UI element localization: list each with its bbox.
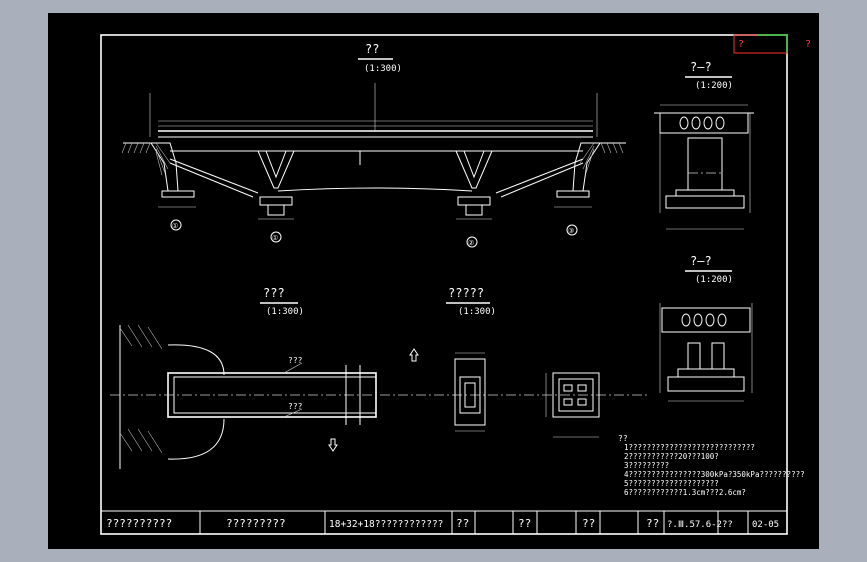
right-strut-2 — [500, 162, 584, 198]
sheet-border — [100, 34, 788, 535]
cad-drawing: ? ? ?? (1:300) — [100, 34, 811, 535]
right-ground-hatch — [600, 142, 624, 154]
plan-lower-leader — [283, 408, 303, 418]
right-abutment — [572, 142, 601, 192]
corner-mark: ? — [738, 39, 744, 50]
section-top-cap — [675, 189, 735, 197]
note-line-5: 5???????????????????? — [624, 479, 719, 488]
drawing-viewport[interactable]: ? ? ?? (1:300) — [48, 13, 819, 549]
title-cell-sheet-no: 02-05 — [752, 520, 779, 530]
title-cell-drawing: ????????? — [226, 517, 286, 530]
elevation-view: ?? (1:300) — [121, 42, 626, 248]
title-cell-checker: ?? — [518, 517, 531, 530]
plan-left-hatch-top — [119, 324, 163, 350]
section-top-column — [687, 137, 723, 191]
plan-label-upper: ??? — [288, 356, 303, 365]
box-girder-bottom — [661, 307, 751, 333]
note-line-6: 6????????????1.3cm???2.6cm? — [624, 488, 746, 497]
pier-label-3: ③ — [568, 227, 574, 235]
plan-upper-leader — [283, 362, 303, 374]
section-bottom: ?—? (1:200) — [659, 254, 753, 402]
detail-scale: (1:300) — [458, 307, 496, 317]
note-line-4: 4????????????????300kPa?350kPa?????????? — [624, 470, 805, 479]
pier-1-v-inner — [265, 150, 287, 179]
detail-section-b-bars — [563, 384, 587, 406]
note-line-2: 2???????????20???100? — [624, 452, 719, 461]
pier-label-1: ① — [272, 234, 278, 242]
plan-title: ??? — [263, 286, 285, 300]
title-cell-project: ?????????? — [106, 517, 172, 530]
note-line-3: 3????????? — [624, 461, 669, 470]
plan-abutment-fan-bottom — [167, 418, 225, 460]
right-fan-lines — [579, 142, 595, 174]
left-abutment — [150, 142, 179, 192]
section-top: ?—? (1:200) — [654, 60, 754, 230]
pier-label-circle-2 — [466, 236, 478, 248]
corner-mark-right: ? — [805, 39, 811, 50]
section-bottom-col-left — [687, 342, 701, 370]
pier-label-a: ① — [172, 222, 178, 230]
section-bottom-cap — [677, 368, 735, 378]
pier-2-cap — [457, 196, 491, 206]
title-block: ?????????? ????????? 18+32+18???????????… — [106, 511, 779, 534]
detail-section-a-core — [464, 382, 476, 408]
plan-view: ??? (1:300) ??? ??? — [110, 286, 648, 469]
title-cell-designer: ?? — [456, 517, 469, 530]
arch-soffit — [277, 187, 473, 192]
section-bottom-col-right — [711, 342, 725, 370]
title-cell-approver: ?? — [646, 517, 659, 530]
section-arrow-down[interactable] — [328, 438, 338, 452]
detail-section-a — [454, 358, 486, 426]
detail-title: ????? — [448, 286, 484, 300]
pier-label-circle-a — [170, 219, 182, 231]
notes-heading: ?? — [618, 434, 628, 443]
plan-abutment-fan-top — [167, 344, 225, 376]
detail-view: ????? (1:300) — [446, 286, 600, 438]
pier-1-cap — [259, 196, 293, 206]
right-strut — [495, 158, 584, 194]
title-cell-code: ?.Ⅲ.57.6-2?? — [667, 520, 733, 530]
left-footing — [161, 190, 195, 198]
detail-section-a-inner — [459, 376, 481, 414]
title-cell-name: 18+32+18???????????? — [329, 519, 443, 530]
pier-label-circle-1 — [270, 231, 282, 243]
left-strut-2 — [169, 162, 254, 198]
section-bottom-footing — [667, 376, 745, 392]
section-bottom-scale: (1:200) — [695, 275, 733, 285]
girder-cells-bottom — [681, 313, 727, 327]
pier-1-pile — [267, 204, 285, 216]
elevation-scale: (1:300) — [364, 64, 402, 74]
section-top-title: ?—? — [690, 60, 712, 74]
pier-label-2: ② — [468, 239, 474, 247]
section-top-scale: (1:200) — [695, 81, 733, 91]
notes-block: ?? 1???????????????????????????? 2??????… — [618, 434, 805, 497]
section-bottom-title: ?—? — [690, 254, 712, 268]
plan-left-hatch-bottom — [119, 428, 163, 454]
plan-scale: (1:300) — [266, 307, 304, 317]
plan-label-lower: ??? — [288, 402, 303, 411]
right-footing — [556, 190, 590, 198]
pier-2-pile — [465, 204, 483, 216]
left-fan-lines — [155, 142, 171, 176]
pier-1-v — [257, 150, 295, 189]
pier-2-v — [455, 150, 493, 189]
pier-label-circle-3 — [566, 224, 578, 236]
section-arrow-up[interactable] — [409, 348, 419, 362]
left-strut — [169, 158, 259, 194]
detail-section-b — [552, 372, 600, 418]
note-line-1: 1???????????????????????????? — [624, 443, 755, 452]
girder-cells-top — [679, 116, 725, 130]
detail-section-b-inner — [558, 378, 594, 412]
pier-2-v-inner — [463, 150, 485, 179]
left-ground-hatch — [121, 142, 151, 154]
elevation-title: ?? — [365, 42, 379, 56]
title-cell-reviewer: ?? — [582, 517, 595, 530]
section-top-footing — [665, 195, 745, 209]
